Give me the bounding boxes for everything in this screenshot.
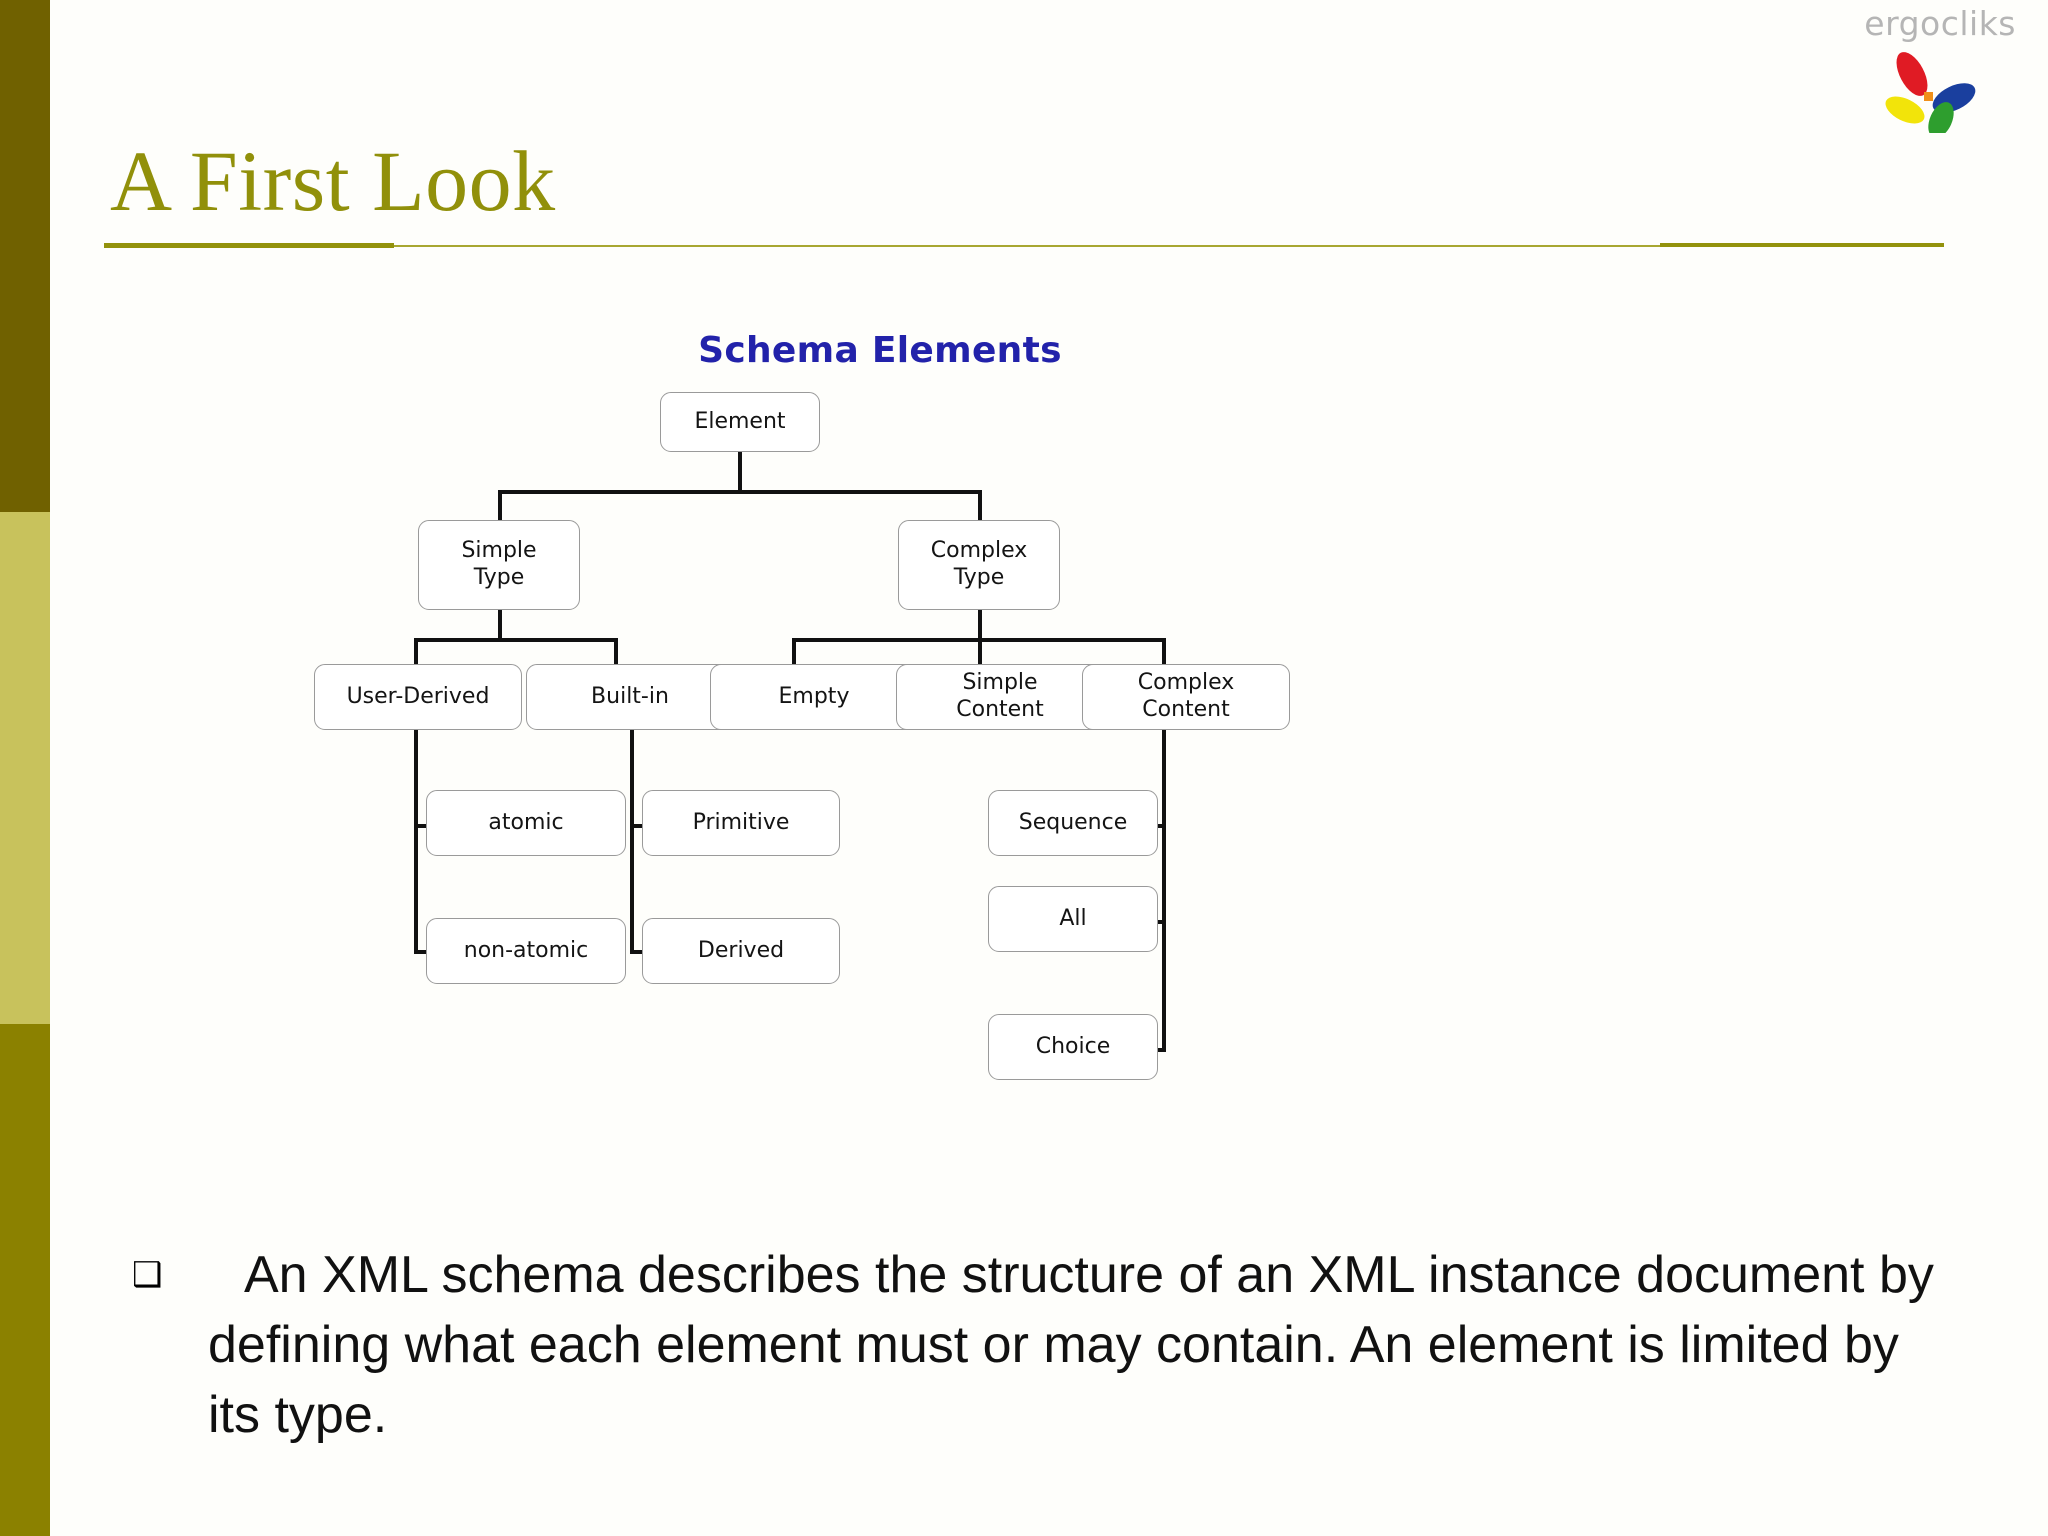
connector-to-user-derived [414, 638, 418, 666]
schema-elements-diagram: Schema Elements Element [314, 330, 1380, 1080]
connector-user-derived-spine [414, 730, 418, 954]
sidebar-band-top [0, 0, 50, 512]
node-primitive[interactable]: Primitive [642, 790, 840, 856]
sidebar-band-bottom [0, 1024, 50, 1536]
node-element[interactable]: Element [660, 392, 820, 452]
node-built-in[interactable]: Built-in [526, 664, 734, 730]
connector-built-in-spine [630, 730, 634, 954]
connector-root-bus [500, 490, 980, 494]
node-complex-content[interactable]: Complex Content [1082, 664, 1290, 730]
brand-logo: ergocliks [1814, 4, 2024, 138]
sidebar-band-middle [0, 512, 50, 1024]
connector-to-simple-type [498, 490, 502, 522]
connector-to-complex-content [1162, 638, 1166, 666]
node-sequence[interactable]: Sequence [988, 790, 1158, 856]
body-content: ❑ An XML schema describes the structure … [128, 1240, 1938, 1450]
diagram-title: Schema Elements [698, 330, 1062, 371]
bullet-list-item: ❑ An XML schema describes the structure … [128, 1240, 1938, 1450]
pinwheel-flower-icon [1874, 48, 1984, 138]
connector-to-empty [792, 638, 796, 666]
left-color-sidebar [0, 0, 50, 1536]
brand-logo-text: ergocliks [1864, 4, 2016, 43]
node-derived[interactable]: Derived [642, 918, 840, 984]
connector-simple-type-stem [498, 610, 502, 642]
connector-to-built-in [614, 638, 618, 666]
node-complex-type[interactable]: Complex Type [898, 520, 1060, 610]
node-empty[interactable]: Empty [710, 664, 918, 730]
connector-to-complex-type [978, 490, 982, 522]
page-title: A First Look [110, 133, 556, 229]
title-underline-right-accent [1660, 243, 1944, 247]
connector-simple-type-bus [414, 638, 618, 642]
node-non-atomic[interactable]: non-atomic [426, 918, 626, 984]
node-simple-type[interactable]: Simple Type [418, 520, 580, 610]
node-all[interactable]: All [988, 886, 1158, 952]
node-choice[interactable]: Choice [988, 1014, 1158, 1080]
bullet-paragraph-text: An XML schema describes the structure of… [208, 1246, 1934, 1444]
node-atomic[interactable]: atomic [426, 790, 626, 856]
node-simple-content[interactable]: Simple Content [896, 664, 1104, 730]
connector-element-stem [738, 450, 742, 494]
connector-complex-type-stem [978, 610, 982, 642]
connector-complex-content-spine [1162, 730, 1166, 1052]
title-underline-left-accent [104, 243, 394, 248]
title-underline-thin [104, 245, 1944, 247]
node-user-derived[interactable]: User-Derived [314, 664, 522, 730]
connector-to-simple-content [978, 638, 982, 666]
bullet-square-icon: ❑ [132, 1255, 163, 1295]
